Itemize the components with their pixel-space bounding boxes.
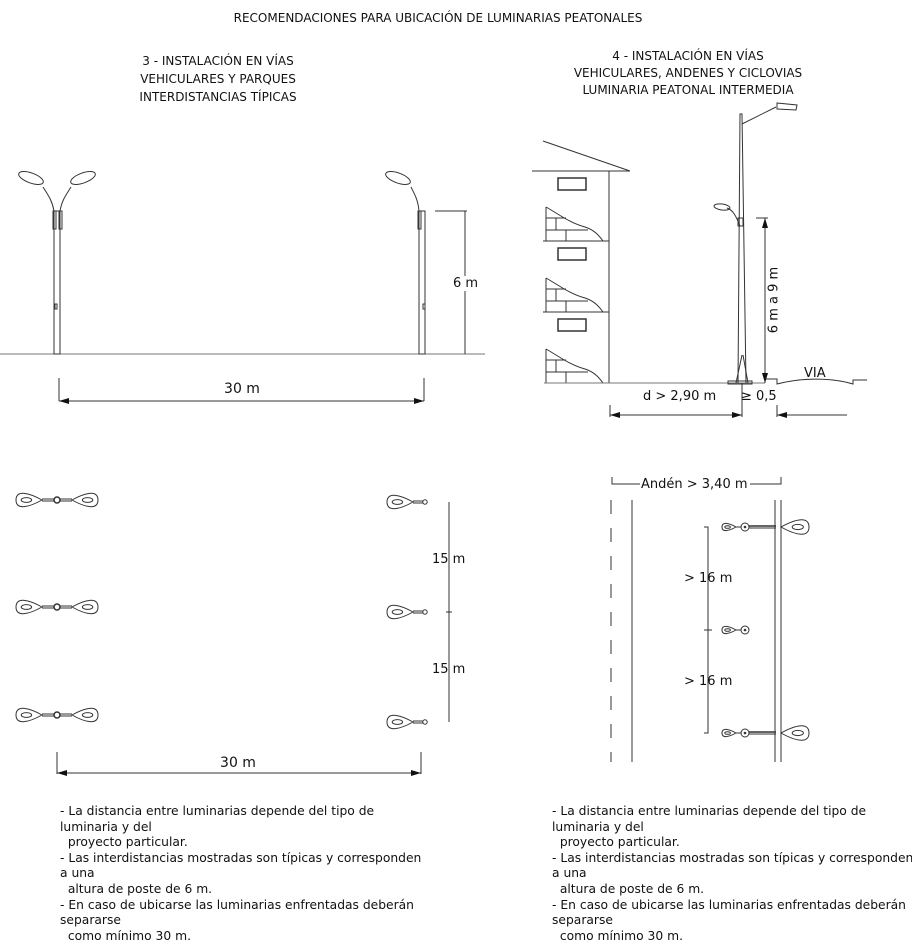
sidewalk-label: Andén > 3,40 m xyxy=(641,477,748,492)
height-range-label: 6 m a 9 m xyxy=(766,266,782,334)
distance-dimension xyxy=(610,383,847,418)
double-luminaire-plan xyxy=(16,493,98,506)
note-line: - Las interdistancias mostradas son típi… xyxy=(60,850,422,865)
luminaire-head-icon xyxy=(781,520,809,534)
brick-wall-hatch xyxy=(546,207,603,241)
luminaire-head-icon xyxy=(72,600,98,613)
note-line: - Las interdistancias mostradas son típi… xyxy=(552,850,912,865)
spacing-label: 15 m xyxy=(432,552,466,567)
sidewalk-bracket xyxy=(612,477,781,484)
pole-icon xyxy=(741,626,749,634)
road-surface xyxy=(765,379,867,384)
luminaire-head-icon xyxy=(387,495,413,508)
sheet-title: RECOMENDACIONES PARA UBICACIÓN DE LUMINA… xyxy=(233,11,643,25)
building xyxy=(532,141,630,383)
pedestrian-luminaire-plan xyxy=(722,726,809,740)
pedestrian-luminaire-plan xyxy=(722,520,809,534)
heading-line: VEHICULARES, ANDENES Y CICLOVIAS xyxy=(573,66,803,80)
road-label: VIA xyxy=(804,366,826,381)
distance-label: d > 2,90 m xyxy=(643,389,717,404)
note-line: como mínimo 30 m. xyxy=(552,928,683,943)
spacing-label: 15 m xyxy=(432,662,466,677)
note-line: - La distancia entre luminarias depende … xyxy=(60,804,375,818)
heading-line: 4 - INSTALACIÓN EN VÍAS xyxy=(612,49,764,63)
spacing-dimension xyxy=(446,502,452,722)
note-line: proyecto particular. xyxy=(552,835,680,850)
heading-line: VEHICULARES Y PARQUES xyxy=(140,72,296,86)
luminaire-head-icon xyxy=(72,708,98,721)
brick-wall-hatch xyxy=(546,278,603,312)
single-streetlight-pole xyxy=(384,169,425,354)
spacing-dimension xyxy=(704,527,712,733)
left-plan-view xyxy=(16,493,452,776)
note-line: separarse xyxy=(60,913,121,928)
spacing-dimension xyxy=(59,378,424,404)
note-line: - La distancia entre luminarias depende … xyxy=(552,804,867,818)
note-line: altura de poste de 6 m. xyxy=(552,881,705,896)
luminaire-head-icon xyxy=(781,726,809,740)
luminaire-head-icon xyxy=(72,493,98,506)
double-luminaire-plan xyxy=(16,600,98,613)
pole-icon xyxy=(423,500,427,504)
spacing-label: > 16 m xyxy=(684,571,733,586)
width-label: 30 m xyxy=(220,755,256,771)
pole-icon xyxy=(54,604,60,610)
right-notes: - La distancia entre luminarias depende … xyxy=(552,804,912,944)
luminaire-head-icon xyxy=(387,605,413,618)
single-luminaire-plan xyxy=(387,605,427,618)
note-line: proyecto particular. xyxy=(60,835,188,850)
offset-label: ≥ 0,5 xyxy=(741,389,777,404)
luminaire-head-icon xyxy=(16,708,42,721)
note-line: altura de poste de 6 m. xyxy=(60,881,213,896)
right-elevation xyxy=(532,103,867,418)
width-dimension xyxy=(57,752,421,776)
pole-icon xyxy=(54,497,60,503)
note-line: - En caso de ubicarse las luminarias enf… xyxy=(552,897,906,912)
left-notes: - La distancia entre luminarias depende … xyxy=(60,804,422,944)
luminaire-head-icon xyxy=(387,715,413,728)
left-heading: 3 - INSTALACIÓN EN VÍAS VEHICULARES Y PA… xyxy=(139,52,296,106)
pole-icon xyxy=(54,712,60,718)
spacing-label: 30 m xyxy=(224,381,260,397)
heading-line: INTERDISTANCIAS TÍPICAS xyxy=(139,90,297,104)
single-luminaire-plan xyxy=(387,495,427,508)
luminaire-head-icon xyxy=(722,626,736,633)
note-line: a una xyxy=(552,866,587,881)
heading-line: LUMINARIA PEATONAL INTERMEDIA xyxy=(582,83,794,97)
pole-icon xyxy=(423,720,427,724)
pole-icon xyxy=(741,523,749,531)
note-line: - En caso de ubicarse las luminarias enf… xyxy=(60,897,414,912)
height-label: 6 m xyxy=(453,276,479,291)
pole-icon xyxy=(423,610,427,614)
note-line: separarse xyxy=(552,913,613,928)
spacing-label: > 16 m xyxy=(684,674,733,689)
luminaire-head-icon xyxy=(16,493,42,506)
double-streetlight-pole xyxy=(17,169,97,354)
note-line: a una xyxy=(60,866,95,881)
double-luminaire-plan xyxy=(16,708,98,721)
single-luminaire-plan xyxy=(387,715,427,728)
heading-line: 3 - INSTALACIÓN EN VÍAS xyxy=(142,54,294,68)
left-elevation xyxy=(0,169,485,404)
pedestrian-luminaire-plan xyxy=(722,626,749,634)
right-heading: 4 - INSTALACIÓN EN VÍAS VEHICULARES, AND… xyxy=(574,48,802,99)
right-plan-view xyxy=(611,477,809,762)
note-line: como mínimo 30 m. xyxy=(60,928,191,943)
pole-icon xyxy=(741,729,749,737)
luminaire-head-icon xyxy=(722,523,736,530)
note-line: luminaria y del xyxy=(552,819,644,834)
brick-wall-hatch xyxy=(546,349,603,383)
luminaire-head-icon xyxy=(16,600,42,613)
note-line: luminaria y del xyxy=(60,819,152,834)
luminaire-head-icon xyxy=(722,729,736,736)
height-dimension xyxy=(756,218,768,383)
tall-streetlight-pole xyxy=(714,103,797,384)
